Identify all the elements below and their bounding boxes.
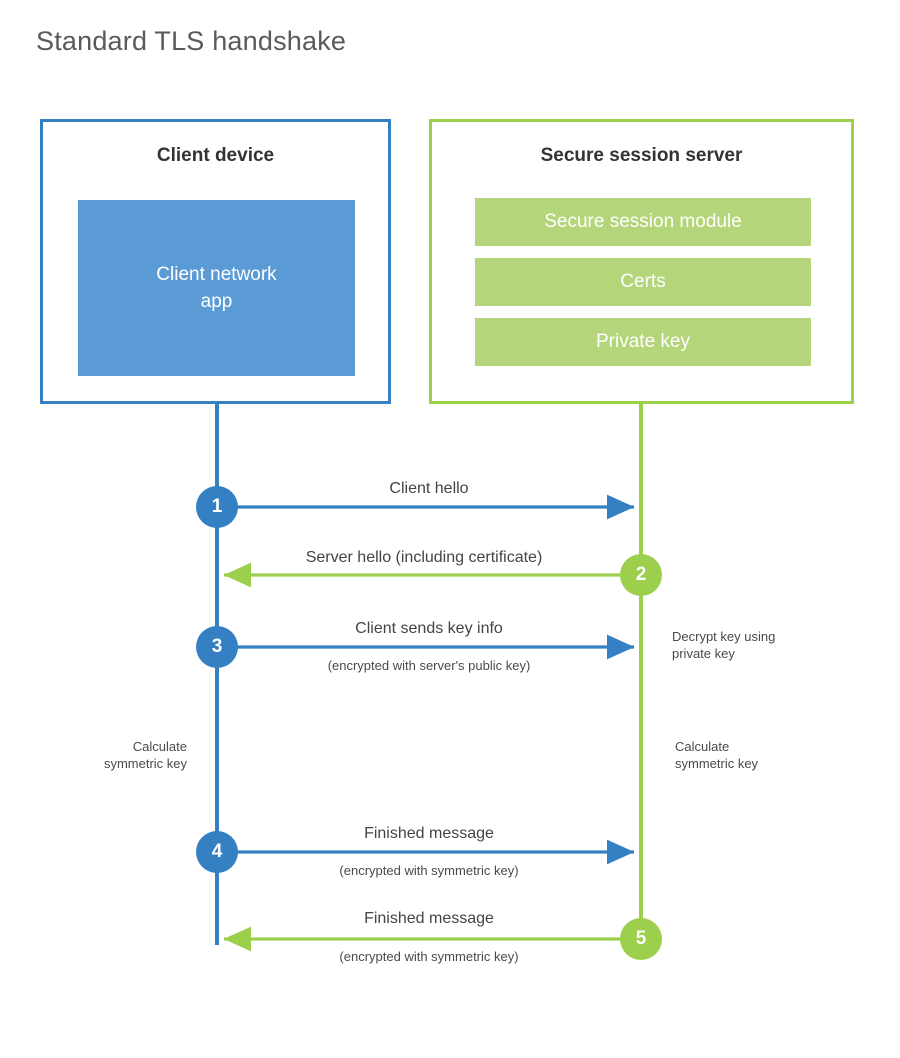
page-title: Standard TLS handshake <box>36 26 347 56</box>
client-device-title: Client device <box>156 145 275 166</box>
step-marker-5[interactable]: 5 <box>620 918 662 960</box>
message-label-step-1: Client hello <box>389 480 469 497</box>
client-network-app-block: Client network app <box>78 200 355 376</box>
client-device-box: Client device Client network app <box>40 119 391 404</box>
note-server-calculate-symmetric-key: Calculate symmetric key <box>675 739 759 771</box>
message-sublabel-step-5: (encrypted with symmetric key) <box>339 949 519 964</box>
step-marker-4[interactable]: 4 <box>196 831 238 873</box>
server-module-secure-session-module: Secure session module <box>475 198 811 246</box>
message-label-step-2: Server hello (including certificate) <box>305 549 543 566</box>
server-module-list: Secure session module Certs Private key <box>475 198 811 366</box>
note-server-decrypt-key: Decrypt key using private key <box>672 629 776 661</box>
server-module-certs: Certs <box>475 258 811 306</box>
secure-session-server-title: Secure session server <box>540 145 743 166</box>
step-marker-2[interactable]: 2 <box>620 554 662 596</box>
secure-session-server-box: Secure session server Secure session mod… <box>429 119 854 404</box>
server-module-private-key: Private key <box>475 318 811 366</box>
message-label-step-4: Finished message <box>364 825 494 842</box>
note-client-calculate-symmetric-key: Calculate symmetric key <box>103 739 187 771</box>
message-sublabel-step-3: (encrypted with server's public key) <box>327 658 531 673</box>
step-marker-3[interactable]: 3 <box>196 626 238 668</box>
message-sublabel-step-4: (encrypted with symmetric key) <box>339 863 519 878</box>
message-label-step-5: Finished message <box>364 910 494 927</box>
step-marker-1[interactable]: 1 <box>196 486 238 528</box>
message-label-step-3: Client sends key info <box>355 620 503 637</box>
